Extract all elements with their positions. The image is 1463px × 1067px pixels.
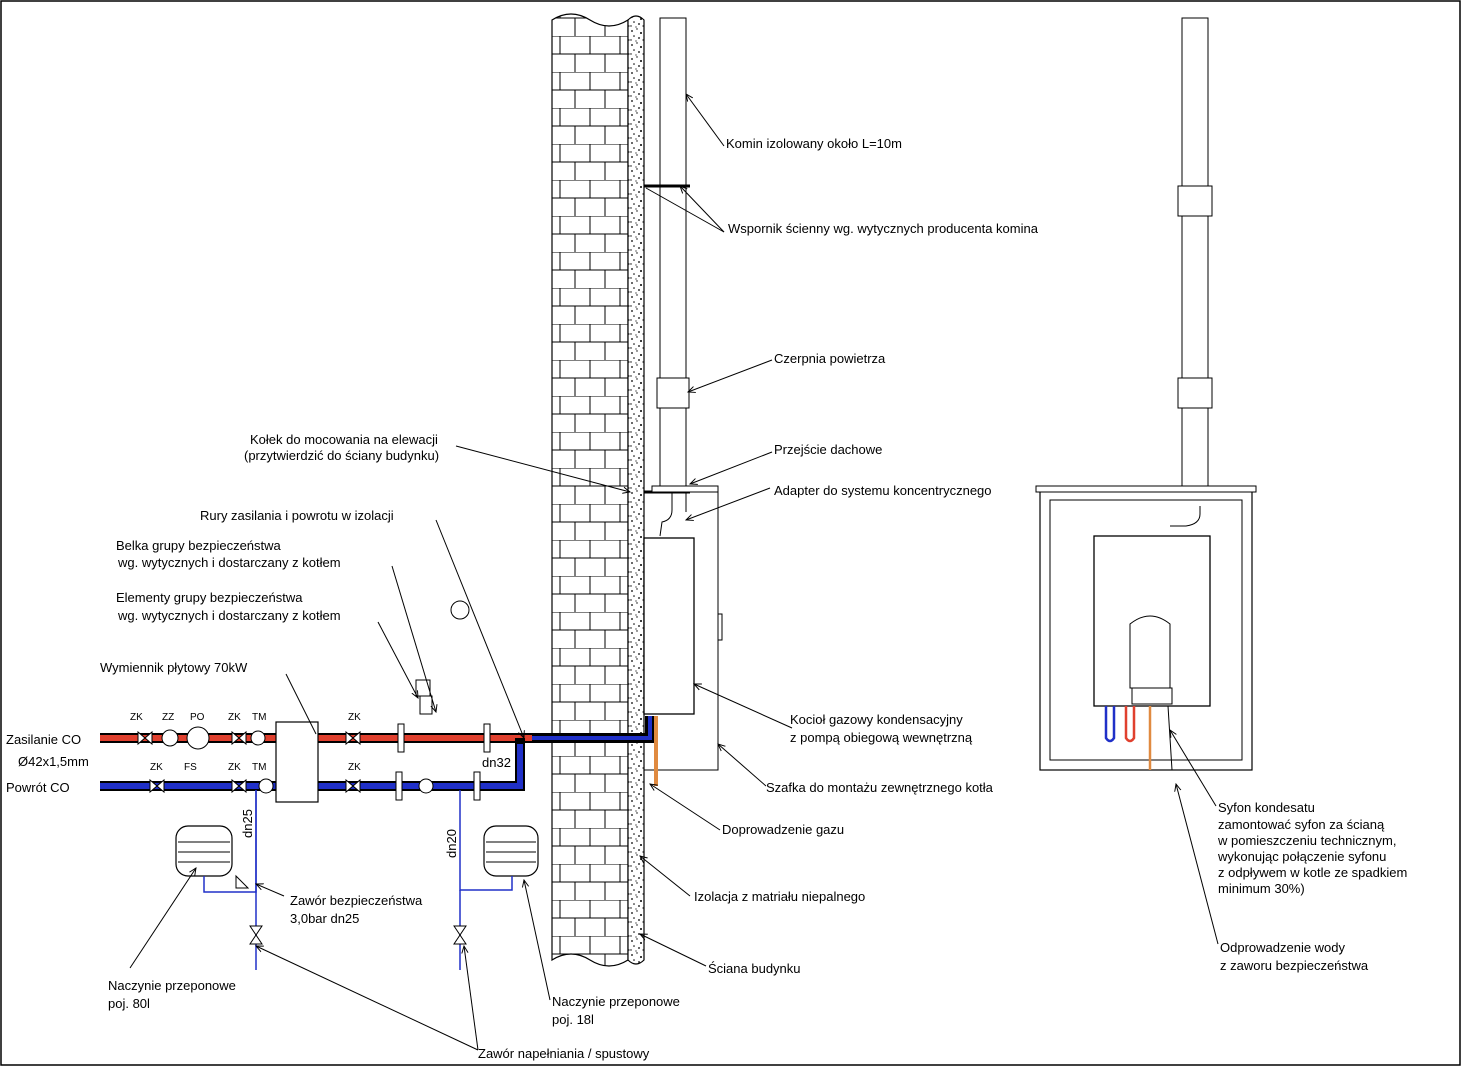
label-dn32: dn32	[482, 755, 511, 770]
label-rury: Rury zasilania i powrotu w izolacji	[200, 508, 394, 523]
label-adapter: Adapter do systemu koncentrycznego	[774, 483, 992, 498]
building-wall	[551, 13, 645, 967]
label-wspornik: Wspornik ścienny wg. wytycznych producen…	[728, 221, 1039, 236]
abbr-return-3: ZK	[228, 762, 241, 773]
abbr-return-1: ZK	[150, 762, 163, 773]
label-syfon-2: zamontować syfon za ścianą	[1218, 817, 1385, 832]
label-dn20: dn20	[444, 829, 459, 858]
label-kolek-2: (przytwierdzić do ściany budynku)	[244, 448, 439, 463]
label-syfon-4: wykonując połączenie syfonu	[1217, 849, 1386, 864]
label-kociol-1: Kocioł gazowy kondensacyjny	[790, 712, 963, 727]
label-dn25: dn25	[240, 809, 255, 838]
abbr-supply-1: ZK	[130, 712, 143, 723]
label-kociol-2: z pompą obiegową wewnętrzną	[790, 730, 973, 745]
label-syfon-5: z odpływem w kotle ze spadkiem	[1218, 865, 1407, 880]
label-szafka: Szafka do montażu zewnętrznego kotła	[766, 780, 994, 795]
label-syfon-1: Syfon kondesatu	[1218, 800, 1315, 815]
abbr-supply-3: PO	[190, 712, 205, 723]
abbr-supply-5: TM	[252, 712, 266, 723]
label-odpr-1: Odprowadzenie wody	[1220, 940, 1346, 955]
abbr-supply-2: ZZ	[162, 712, 174, 723]
abbr-return-2: FS	[184, 762, 197, 773]
label-zasilanie: Zasilanie CO	[6, 732, 81, 747]
label-zawor-napel: Zawór napełniania / spustowy	[478, 1046, 650, 1061]
abbr-return-4: TM	[252, 762, 266, 773]
boiler-cabinet-right	[1035, 485, 1257, 771]
label-izolacja: Izolacja z matriału niepalnego	[694, 889, 865, 904]
leader-lines	[129, 94, 1219, 1051]
label-naczynie80-1: Naczynie przeponowe	[108, 978, 236, 993]
fittings	[137, 600, 491, 801]
label-sciana: Ściana budynku	[708, 961, 801, 976]
label-powrot: Powrót CO	[6, 780, 70, 795]
label-zawor-bezp-2: 3,0bar dn25	[290, 911, 359, 926]
label-belka-2: wg. wytycznych i dostarczany z kotłem	[117, 555, 341, 570]
label-zawor-bezp-1: Zawór bezpieczeństwa	[290, 893, 423, 908]
labels: Komin izolowany około L=10m Wspornik ści…	[6, 136, 1407, 1061]
boiler-cabinet-left	[643, 491, 723, 771]
label-kolek-1: Kołek do mocowania na elewacji	[250, 432, 438, 447]
plate-heat-exchanger	[275, 721, 319, 803]
expansion-vessel-80l	[175, 790, 257, 970]
abbr-supply-6: ZK	[348, 712, 361, 723]
abbr-return-5: ZK	[348, 762, 361, 773]
label-syfon-6: minimum 30%)	[1218, 881, 1305, 896]
label-przejscie: Przejście dachowe	[774, 442, 882, 457]
label-elementy-1: Elementy grupy bezpieczeństwa	[116, 590, 303, 605]
expansion-vessel-18l	[459, 790, 539, 970]
label-belka-1: Belka grupy bezpieczeństwa	[116, 538, 282, 553]
fill-drain-valves	[235, 874, 467, 945]
label-srednica: Ø42x1,5mm	[18, 754, 89, 769]
label-komin: Komin izolowany około L=10m	[726, 136, 902, 151]
abbr-supply-4: ZK	[228, 712, 241, 723]
chimney-left	[644, 17, 719, 537]
label-gaz: Doprowadzenie gazu	[722, 822, 844, 837]
label-naczynie80-2: poj. 80l	[108, 996, 150, 1011]
chimney-right	[1177, 17, 1213, 489]
label-naczynie18-2: poj. 18l	[552, 1012, 594, 1027]
label-syfon-3: w pomieszczeniu technicznym,	[1217, 833, 1396, 848]
label-wymiennik: Wymiennik płytowy 70kW	[100, 660, 248, 675]
label-czerpnia: Czerpnia powietrza	[774, 351, 886, 366]
label-naczynie18-1: Naczynie przeponowe	[552, 994, 680, 1009]
label-elementy-2: wg. wytycznych i dostarczany z kotłem	[117, 608, 341, 623]
label-odpr-2: z zaworu bezpieczeństwa	[1220, 958, 1369, 973]
